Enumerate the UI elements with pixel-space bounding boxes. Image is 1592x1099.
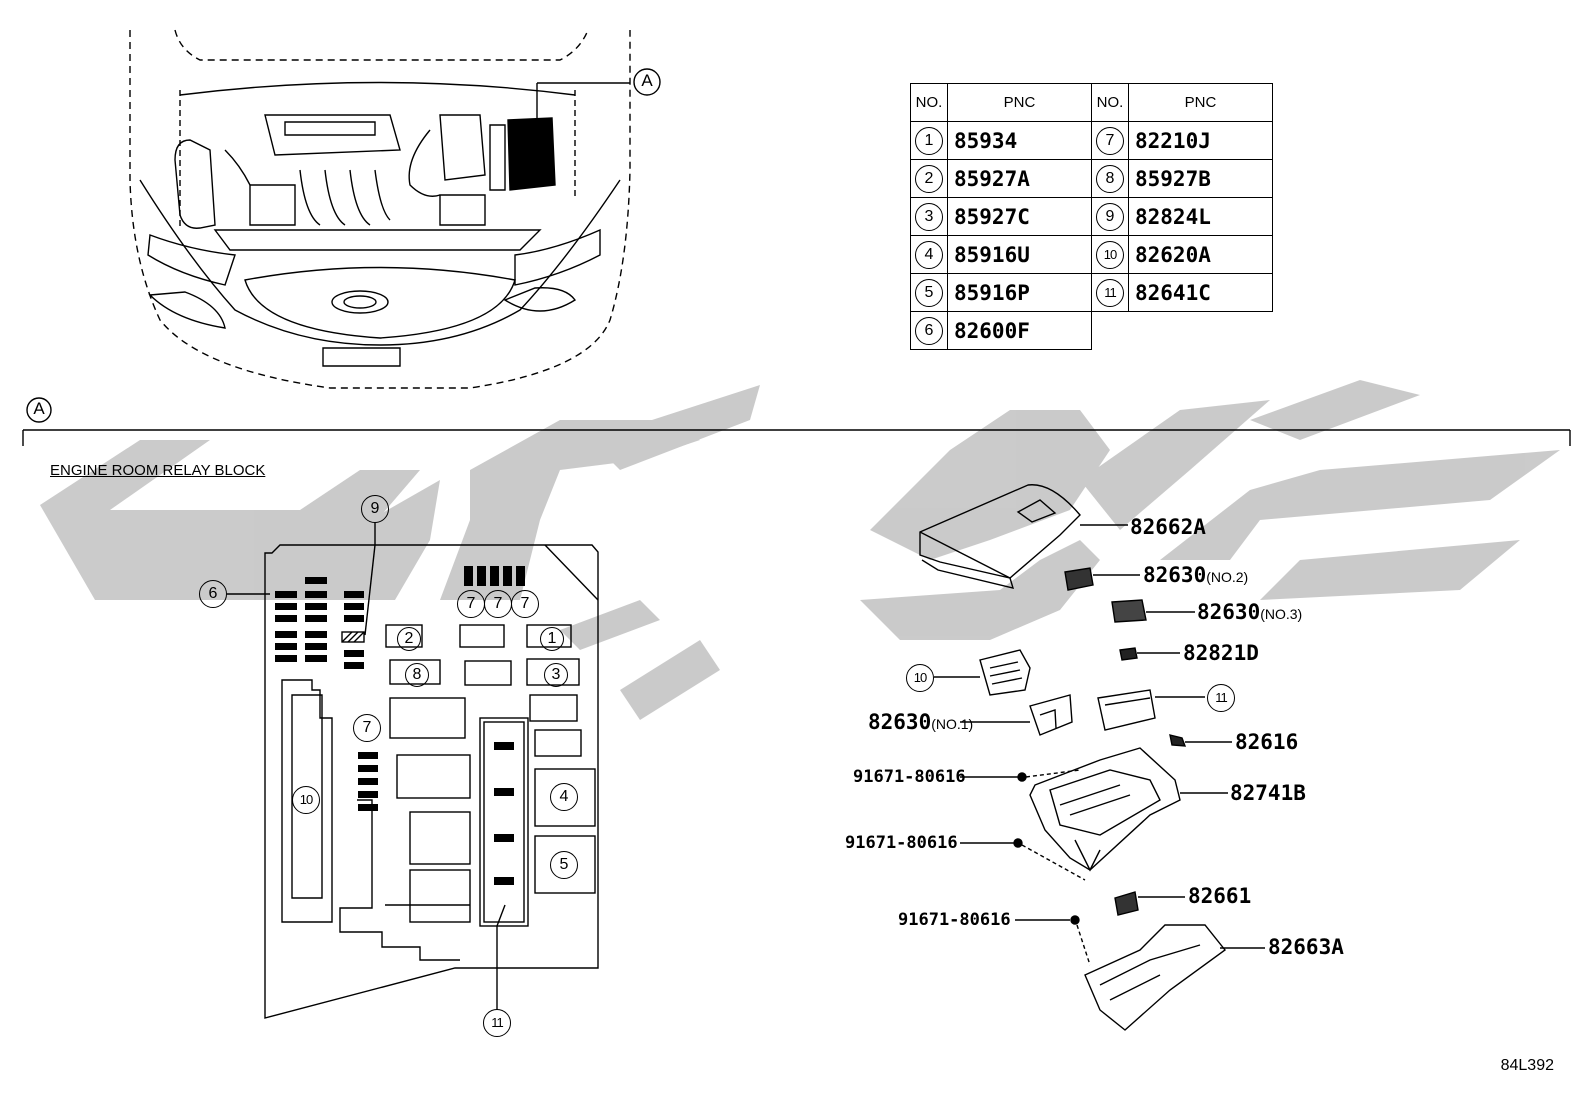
marker-10: 10	[292, 786, 320, 814]
table-row: 1 85934 7 82210J	[910, 121, 1273, 160]
header-no: NO.	[910, 83, 948, 122]
part-82630-no2: 82630(NO.2)	[1143, 563, 1248, 587]
car-illustration	[129, 29, 631, 389]
pnc-value: 85927A	[947, 159, 1092, 198]
row-number: 6	[915, 317, 943, 345]
row-number: 1	[915, 127, 943, 155]
section-title: ENGINE ROOM RELAY BLOCK	[50, 462, 266, 479]
pnc-value: 82641C	[1128, 273, 1273, 312]
callout-a-label: A	[641, 71, 653, 90]
row-number: 4	[915, 241, 943, 269]
table-row: 5 85916P 11 82641C	[910, 273, 1273, 312]
row-number: 8	[1096, 165, 1124, 193]
marker-9: 9	[361, 495, 389, 523]
pnc-value: 85916U	[947, 235, 1092, 274]
table-row: 3 85927C 9 82824L	[910, 197, 1273, 236]
pnc-table: NO. PNC NO. PNC 1 85934 7 82210J 2 85927…	[910, 83, 1273, 350]
pnc-value: 85916P	[947, 273, 1092, 312]
part-marker-11: 11	[1207, 684, 1235, 712]
row-number: 3	[915, 203, 943, 231]
part-82741b: 82741B	[1230, 781, 1306, 805]
part-82821d: 82821D	[1183, 641, 1259, 665]
pnc-value: 85934	[947, 121, 1092, 160]
pnc-value: 82620A	[1128, 235, 1273, 274]
marker-5: 5	[550, 851, 578, 879]
part-note: (NO.1)	[931, 716, 974, 732]
row-number: 9	[1096, 203, 1124, 231]
header-pnc-2: PNC	[1128, 83, 1273, 122]
marker-3: 3	[544, 663, 568, 687]
pnc-value: 82824L	[1128, 197, 1273, 236]
part-bolt-3: 91671-80616	[898, 910, 1011, 930]
part-82630-no1: 82630(NO.1)	[868, 710, 973, 734]
pnc-value: 82210J	[1128, 121, 1273, 160]
row-number: 5	[915, 279, 943, 307]
marker-2: 2	[397, 627, 421, 651]
part-number: 82630	[1143, 563, 1207, 587]
table-row: 4 85916U 10 82620A	[910, 235, 1273, 274]
part-note: (NO.3)	[1260, 606, 1303, 622]
part-82661: 82661	[1188, 884, 1252, 908]
part-bolt-2: 91671-80616	[845, 833, 958, 853]
row-number: 7	[1096, 127, 1124, 155]
marker-6: 6	[199, 580, 227, 608]
callout-a-label-2: A	[33, 399, 45, 418]
marker-7c: 7	[511, 590, 539, 618]
marker-7d: 7	[353, 714, 381, 742]
header-no-2: NO.	[1091, 83, 1129, 122]
exploded-parts	[919, 484, 1265, 1031]
part-number: 82630	[868, 710, 932, 734]
marker-7a: 7	[457, 590, 485, 618]
row-number: 10	[1096, 241, 1124, 269]
relay-block-outline	[264, 544, 599, 1019]
row-number: 2	[915, 165, 943, 193]
part-82630-no3: 82630(NO.3)	[1197, 600, 1302, 624]
callout-a-circle	[633, 68, 661, 96]
part-marker-10: 10	[906, 664, 934, 692]
part-bolt-1: 91671-80616	[853, 767, 966, 787]
part-note: (NO.2)	[1206, 569, 1249, 585]
pnc-value: 85927B	[1128, 159, 1273, 198]
table-row: 6 82600F	[910, 311, 1273, 350]
marker-4: 4	[550, 783, 578, 811]
part-82662a: 82662A	[1130, 515, 1206, 539]
marker-8: 8	[405, 663, 429, 687]
pnc-value: 82600F	[947, 311, 1092, 350]
marker-11: 11	[483, 1009, 511, 1037]
part-82616: 82616	[1235, 730, 1299, 754]
marker-7b: 7	[484, 590, 512, 618]
marker-1: 1	[540, 627, 564, 651]
part-82663a: 82663A	[1268, 935, 1344, 959]
header-pnc: PNC	[947, 83, 1092, 122]
table-row: 2 85927A 8 85927B	[910, 159, 1273, 198]
pnc-value: 85927C	[947, 197, 1092, 236]
part-number: 82630	[1197, 600, 1261, 624]
diagram-code: 84L392	[1500, 1057, 1554, 1074]
row-number: 11	[1096, 279, 1124, 307]
callout-a-circle-2	[26, 397, 52, 423]
pnc-table-header: NO. PNC NO. PNC	[910, 83, 1273, 122]
